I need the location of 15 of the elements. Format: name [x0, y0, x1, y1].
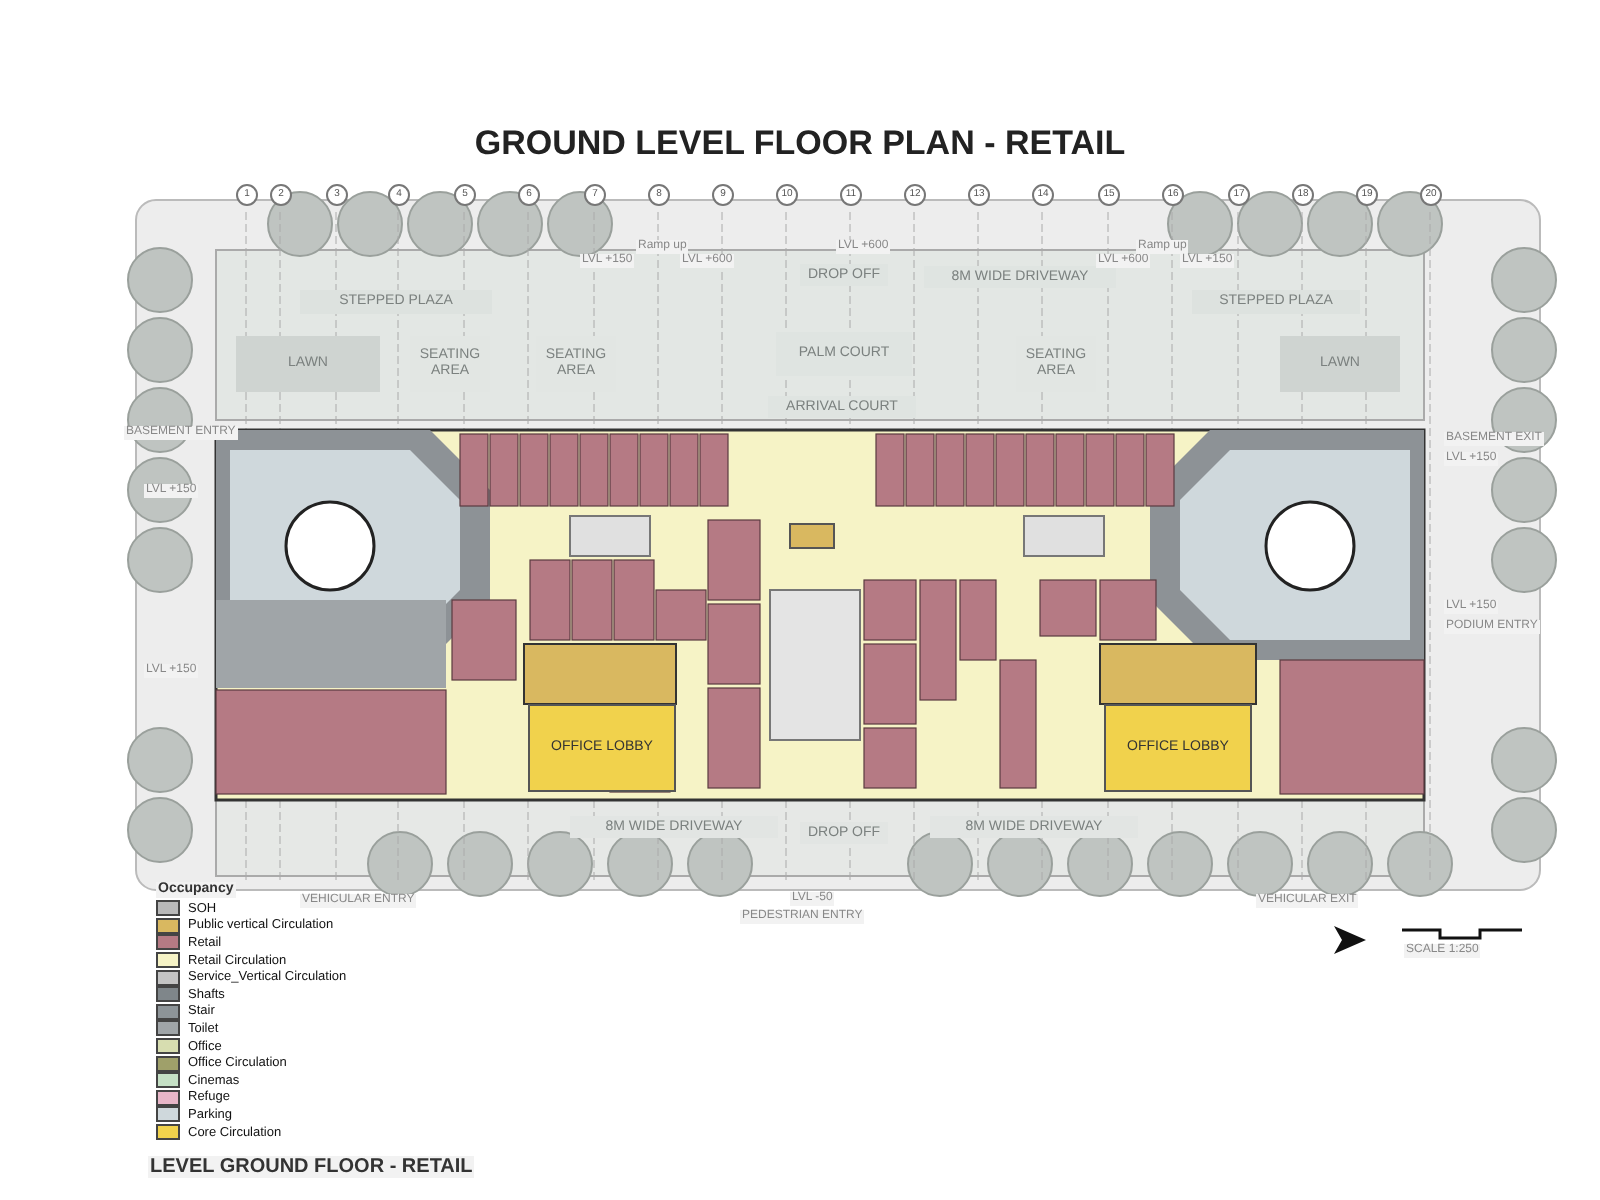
site-zone: [1280, 336, 1400, 392]
site-zone: [570, 816, 778, 838]
site-zone: [1192, 290, 1360, 314]
plan-title: GROUND LEVEL FLOOR PLAN - RETAIL: [472, 124, 1128, 164]
site-zone: [924, 266, 1116, 288]
office-lobby-area: [1104, 704, 1252, 792]
site-zone: [300, 290, 492, 314]
site-zone: [776, 332, 912, 376]
level-caption: LEVEL GROUND FLOOR - RETAIL: [148, 1156, 475, 1178]
site-zone: [930, 816, 1138, 838]
office-lobby-area: [528, 704, 676, 792]
site-zone: [236, 336, 380, 392]
site-zone: [768, 396, 916, 418]
site-zone: [800, 264, 888, 286]
site-zone: [800, 822, 888, 844]
